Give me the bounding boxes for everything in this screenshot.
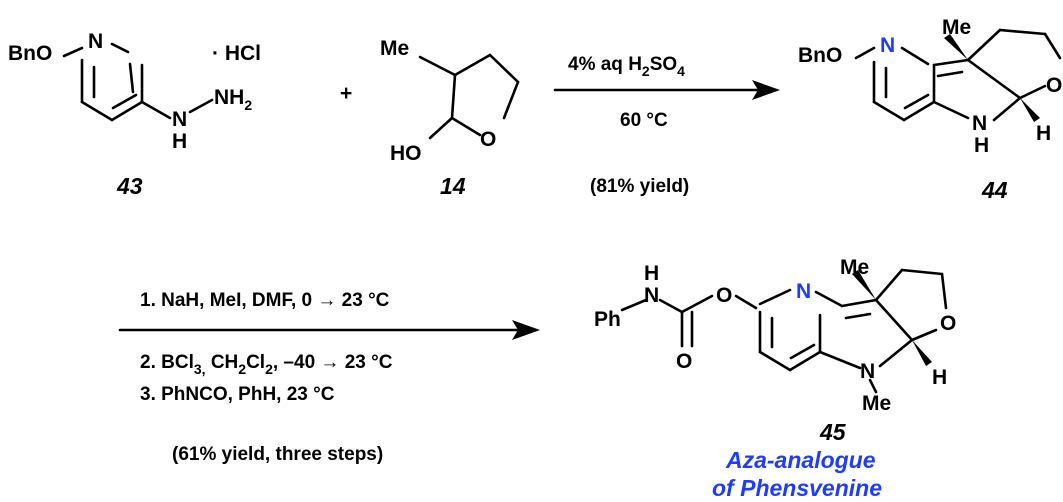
n-methyl-label: Me: [862, 392, 891, 415]
carbamate-n: N: [644, 284, 659, 307]
ring-oxygen: O: [940, 312, 956, 335]
hcl-salt: · HCl: [212, 42, 261, 65]
nh2-label: NH2: [214, 86, 252, 113]
hydrazine-h: H: [172, 130, 187, 153]
methyl-label: Me: [840, 256, 869, 279]
indoline-n: N: [860, 360, 875, 383]
plus-sign: +: [340, 82, 352, 105]
compound-45-bonds: [620, 268, 948, 394]
carbonyl-oxygen: O: [676, 350, 692, 373]
compound-45-h-wedge: [912, 340, 932, 366]
bno-label: BnO: [8, 42, 52, 65]
compound-43: BnO N · HCl N H NH2 43: [8, 30, 261, 199]
carbamate-h: H: [644, 262, 659, 285]
compound-45-name-line1: Aza-analogue: [725, 447, 876, 473]
hydroxyl-label: HO: [390, 142, 422, 165]
methyl-label: Me: [380, 37, 409, 60]
compound-45: Ph H N O O N Me O N Me H 45 Aza-analogue…: [594, 256, 956, 501]
compound-45-me-wedge: [852, 270, 876, 300]
pyridine-n: N: [88, 30, 103, 53]
compound-44-number: 44: [981, 177, 1008, 203]
ester-oxygen: O: [716, 284, 732, 307]
step1-arrowhead: [752, 80, 780, 100]
compound-43-bonds: [62, 42, 214, 122]
step2-line3: 3. PhNCO, PhH, 23 °C: [140, 384, 335, 405]
compound-14-bonds: [418, 53, 520, 140]
indoline-h: H: [974, 134, 989, 157]
compound-14: Me HO O 14: [380, 37, 520, 199]
pyridine-n: N: [796, 280, 811, 303]
ring-oxygen: O: [1046, 74, 1062, 97]
step2-conditions: 1. NaH, MeI, DMF, 0 → 23 °C 2. BCl3, CH2…: [118, 290, 540, 465]
compound-44-bonds: [854, 28, 1062, 122]
step1-reagent: 4% aq H2SO4: [568, 54, 685, 79]
compound-44-me-wedge: [944, 34, 968, 60]
step1-temperature: 60 °C: [620, 110, 668, 131]
indoline-n: N: [972, 112, 987, 135]
step2-line1: 1. NaH, MeI, DMF, 0 → 23 °C: [140, 290, 390, 311]
compound-45-name-line2: of Phensvenine: [712, 475, 882, 501]
compound-43-number: 43: [116, 173, 143, 199]
step2-arrowhead: [512, 320, 540, 340]
compound-44-h-wedge: [1020, 98, 1040, 122]
hydrazine-n: N: [172, 108, 187, 131]
angular-h: H: [1036, 122, 1051, 145]
pyridine-n: N: [880, 34, 895, 57]
step2-line2: 2. BCl3, CH2Cl2, –40 → 23 °C: [140, 352, 393, 377]
methyl-label: Me: [942, 16, 971, 39]
compound-45-number: 45: [819, 419, 847, 445]
compound-14-number: 14: [440, 173, 466, 199]
step1-conditions: 4% aq H2SO4 60 °C (81% yield): [553, 54, 780, 197]
angular-h: H: [932, 366, 947, 389]
compound-44: BnO N Me O N H H 44: [798, 16, 1062, 203]
bno-label: BnO: [798, 44, 842, 67]
phenyl-label: Ph: [594, 308, 621, 331]
step2-yield: (61% yield, three steps): [172, 444, 383, 465]
step1-yield: (81% yield): [590, 176, 689, 197]
ring-oxygen: O: [480, 128, 496, 151]
